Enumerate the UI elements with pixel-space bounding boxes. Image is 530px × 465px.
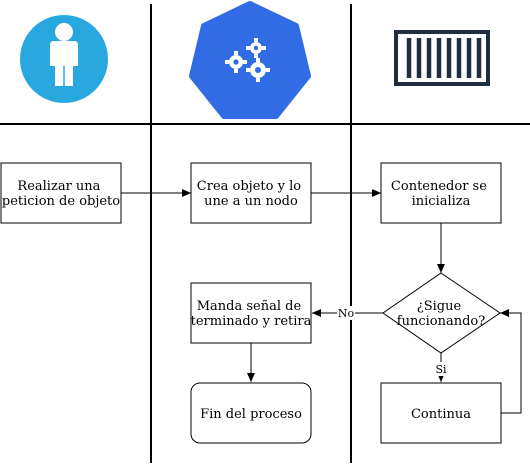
svg-text:Continua: Continua (411, 407, 471, 422)
edge-continue-loop (500, 309, 522, 414)
node-terminate: Manda señal de terminado y retira (190, 282, 312, 344)
svg-text:Contenedor se inicializa: Contenedor se inicializa (391, 179, 491, 209)
svg-text:Fin del proceso: Fin del proceso (200, 407, 302, 422)
svg-text:No: No (338, 307, 355, 320)
node-create-object: Crea objeto y lo une a un nodo (190, 162, 312, 224)
node-request: Realizar una peticion de objeto (0, 162, 122, 224)
user-icon (20, 15, 108, 103)
svg-text:¿Sigue funcionando?: ¿Sigue funcionando? (397, 299, 485, 329)
kubernetes-icon (189, 1, 311, 119)
container-icon (394, 30, 490, 86)
node-continue: Continua (380, 382, 502, 444)
edge-label-no: No (337, 306, 355, 320)
edge-label-yes: Si (433, 362, 449, 376)
svg-text:Si: Si (435, 363, 447, 376)
svg-text:Crea objeto y lo une a u: Crea objeto y lo une a un nodo (197, 179, 305, 209)
svg-text:Realizar una peticion de: Realizar una peticion de objeto (2, 179, 120, 209)
node-end: Fin del proceso (190, 382, 312, 444)
svg-text:Manda señal de terminado: Manda señal de terminado y retira (191, 299, 312, 329)
node-container-init: Contenedor se inicializa (380, 162, 502, 224)
node-decision: ¿Sigue funcionando? (382, 272, 501, 354)
